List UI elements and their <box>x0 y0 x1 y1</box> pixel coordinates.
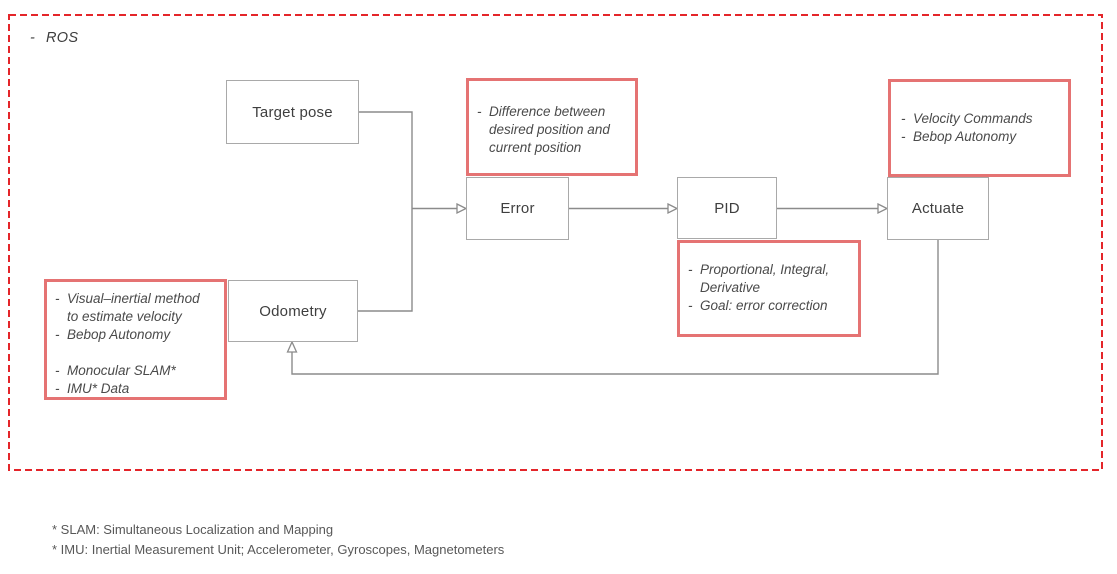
note-pid: - Proportional, Integral, Derivative - G… <box>677 240 861 337</box>
node-odometry: Odometry <box>228 280 358 342</box>
arrowhead-actuate <box>877 202 889 215</box>
connector-merge-junction <box>358 111 413 312</box>
bullet-dash: - <box>30 30 36 46</box>
footnotes: * SLAM: Simultaneous Localization and Ma… <box>52 520 504 560</box>
note-item: - Velocity Commands <box>901 110 1062 128</box>
node-pid: PID <box>677 177 777 239</box>
node-actuate-label: Actuate <box>911 200 965 217</box>
arrowhead-odometry <box>286 340 298 353</box>
footnote-slam: * SLAM: Simultaneous Localization and Ma… <box>52 522 334 537</box>
bullet-dash: - <box>55 327 60 342</box>
note-text: Velocity Commands <box>913 111 1033 126</box>
note-item: - Bebop Autonomy <box>55 326 220 344</box>
note-text: Visual–inertial method to estimate veloc… <box>67 291 200 324</box>
note-text: Difference between desired position and … <box>489 104 610 155</box>
ros-label-text: ROS <box>46 30 79 46</box>
node-error: Error <box>466 177 569 240</box>
connector-feedback-loop <box>291 240 939 375</box>
note-text: Monocular SLAM* <box>67 363 176 378</box>
note-text: Bebop Autonomy <box>913 129 1017 144</box>
bullet-dash: - <box>901 111 906 126</box>
note-item: - Difference between desired position an… <box>477 103 629 157</box>
note-item: - Monocular SLAM* <box>55 362 220 380</box>
note-text: Goal: error correction <box>700 298 828 313</box>
node-actuate: Actuate <box>887 177 989 240</box>
note-item: - Bebop Autonomy <box>901 128 1062 146</box>
arrowhead-pid <box>667 202 679 215</box>
footnote-imu: * IMU: Inertial Measurement Unit; Accele… <box>52 542 505 557</box>
note-item: - Proportional, Integral, Derivative <box>688 261 850 297</box>
note-item: - Visual–inertial method to estimate vel… <box>55 290 220 326</box>
bullet-dash: - <box>688 298 693 313</box>
node-pid-label: PID <box>714 199 740 217</box>
bullet-dash: - <box>477 104 482 119</box>
note-text: Proportional, Integral, Derivative <box>700 262 830 295</box>
bullet-dash: - <box>55 291 60 306</box>
note-text: IMU* Data <box>67 381 130 396</box>
ros-frame-label: - ROS <box>30 30 78 46</box>
ros-dashed-frame <box>8 14 1103 471</box>
bullet-dash: - <box>55 363 60 378</box>
bullet-dash: - <box>688 262 693 277</box>
note-error: - Difference between desired position an… <box>466 78 638 176</box>
note-item: - Goal: error correction <box>688 297 850 315</box>
note-text: Bebop Autonomy <box>67 327 171 342</box>
bullet-dash: - <box>55 381 60 396</box>
node-target-pose-label: Target pose <box>252 103 333 121</box>
arrowhead-error <box>456 202 468 215</box>
node-odometry-label: Odometry <box>259 302 327 320</box>
node-target-pose: Target pose <box>226 80 359 144</box>
note-actuate: - Velocity Commands - Bebop Autonomy <box>888 79 1071 177</box>
note-odometry: - Visual–inertial method to estimate vel… <box>44 279 227 400</box>
node-error-label: Error <box>500 200 535 217</box>
bullet-dash: - <box>901 129 906 144</box>
note-item: - IMU* Data <box>55 380 220 398</box>
